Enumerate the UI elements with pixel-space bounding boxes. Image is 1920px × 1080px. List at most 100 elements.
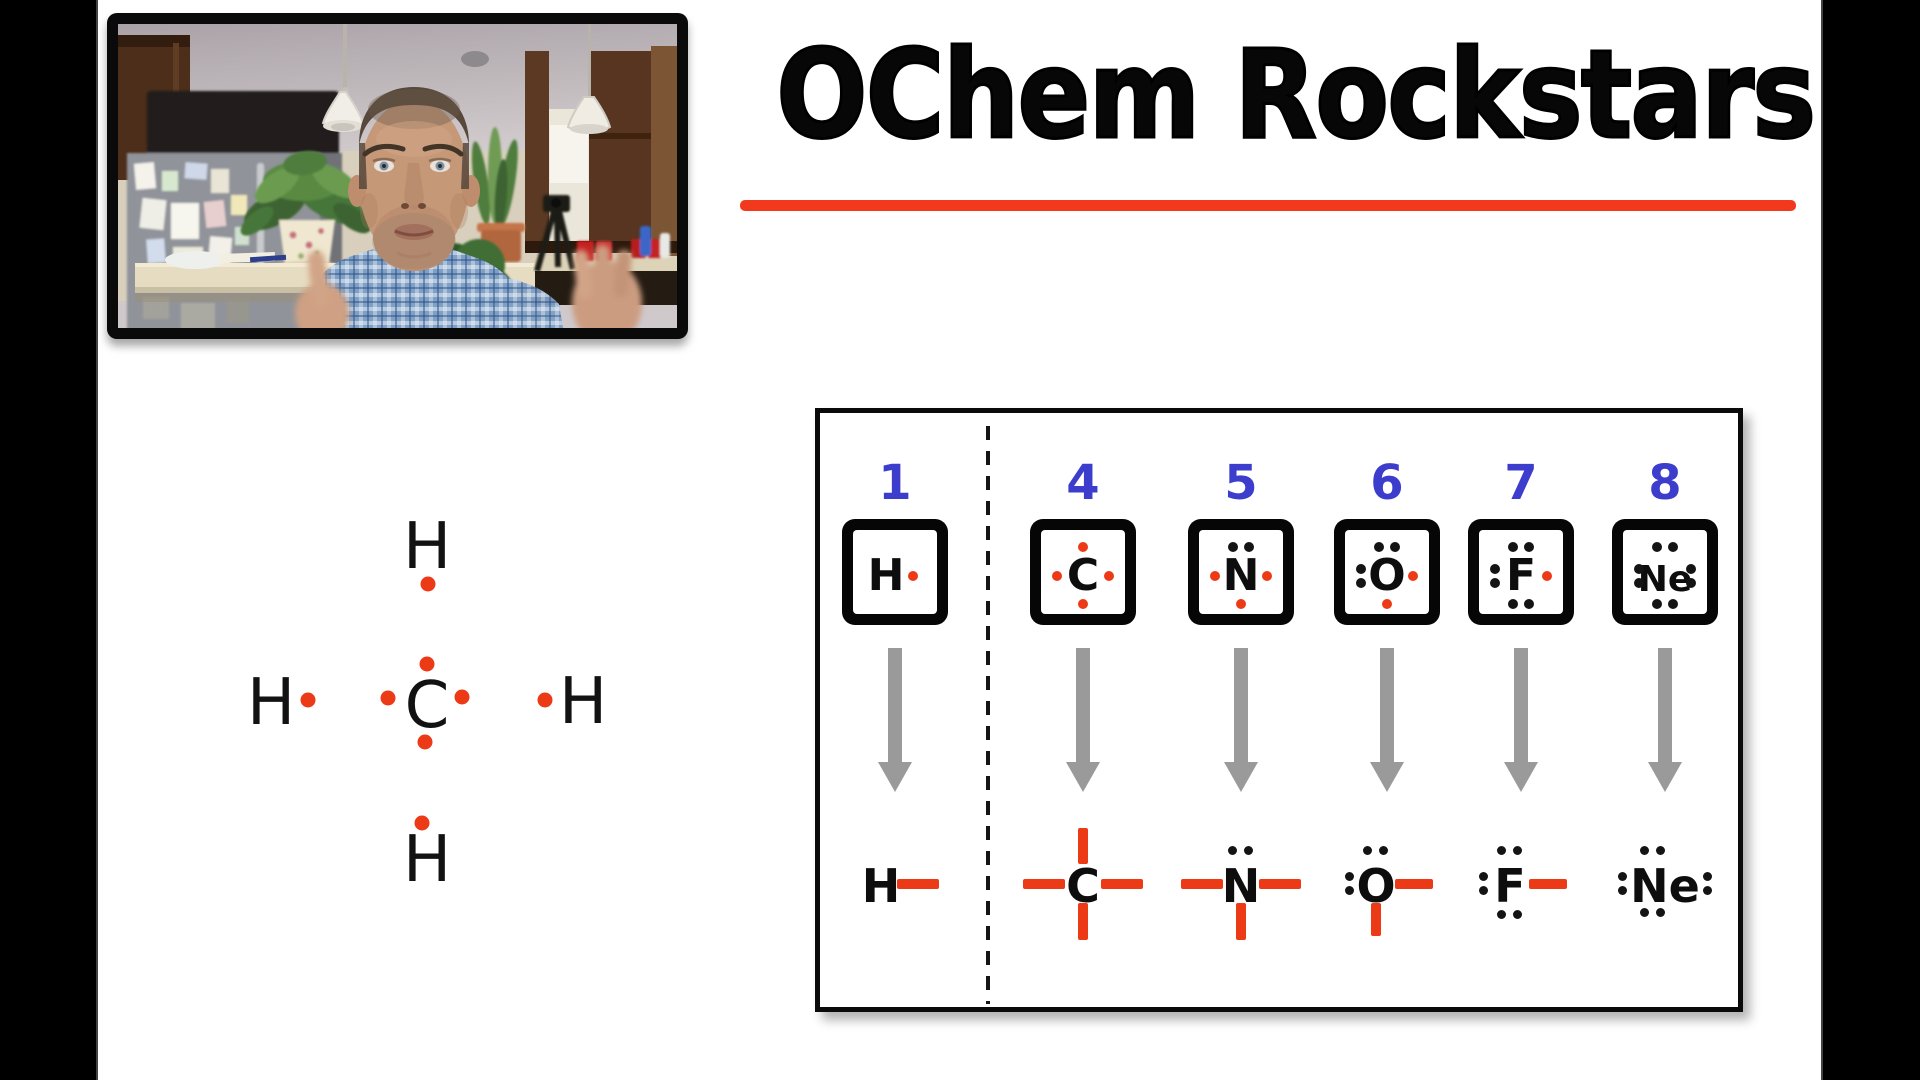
electron-dot xyxy=(1236,599,1246,609)
lone-pair-dot xyxy=(1490,578,1500,588)
lone-pair-dot xyxy=(1524,542,1534,552)
column-f: 7 F F xyxy=(1451,430,1591,1030)
lone-pair-dot xyxy=(1513,846,1522,855)
valence-count-label: 6 xyxy=(1370,455,1404,511)
presenter-shirt xyxy=(305,244,520,328)
element-symbol: Ne xyxy=(1637,559,1693,600)
blue-bottle xyxy=(640,226,651,256)
electron-dot xyxy=(1078,542,1088,552)
title-underline xyxy=(740,200,1796,211)
bond-line xyxy=(1181,879,1223,889)
lone-pair-dot xyxy=(1244,542,1254,552)
letterbox-left xyxy=(0,0,98,1080)
element-symbol: C xyxy=(1066,550,1100,601)
valence-electron-table xyxy=(815,408,1743,1012)
lone-pair-dot xyxy=(1668,542,1678,552)
electron-dot xyxy=(454,689,470,705)
lone-pair-dot xyxy=(1479,886,1488,895)
eyebrow xyxy=(422,143,464,157)
down-arrow-head xyxy=(1648,762,1682,792)
atom-h-bottom: H xyxy=(402,823,452,897)
element-symbol: C xyxy=(1066,859,1100,913)
lone-pair-dot xyxy=(1640,908,1649,917)
bond-line xyxy=(1236,903,1246,940)
presenter xyxy=(295,87,642,328)
lone-pair-dot xyxy=(1656,846,1665,855)
down-arrow xyxy=(1514,648,1528,762)
element-box-ne: Ne xyxy=(1612,519,1718,625)
letterbox-right xyxy=(1821,0,1920,1080)
lone-pair-dot xyxy=(1374,542,1384,552)
lone-pair-dot xyxy=(1634,578,1644,588)
ceiling-light xyxy=(461,51,489,67)
element-box-f: F xyxy=(1468,519,1574,625)
electron-dot xyxy=(1210,571,1220,581)
lone-pair-dot xyxy=(1490,564,1500,574)
lone-pair-dot xyxy=(1356,578,1366,588)
lone-pair-dot xyxy=(1686,578,1696,588)
electron-dot xyxy=(1408,571,1418,581)
lone-pair-dot xyxy=(1479,872,1488,881)
valence-count-label: 8 xyxy=(1648,455,1682,511)
electron-dot xyxy=(420,576,436,592)
lone-pair-dot xyxy=(1508,599,1518,609)
electron-dot xyxy=(1078,599,1088,609)
column-o: 6 O O xyxy=(1317,430,1457,1030)
element-symbol: H xyxy=(867,550,905,601)
hair xyxy=(359,87,469,145)
stubble xyxy=(372,213,456,269)
electron-dot xyxy=(419,656,435,672)
down-arrow-head xyxy=(1370,762,1404,792)
electron-dot xyxy=(414,815,430,831)
lone-pair-dot xyxy=(1703,886,1712,895)
element-symbol: N xyxy=(1222,550,1260,601)
electron-dot xyxy=(300,692,316,708)
element-symbol: F xyxy=(1494,859,1526,913)
lone-pair-dot xyxy=(1497,910,1506,919)
white-bottle xyxy=(660,233,670,258)
lone-pair-dot xyxy=(1652,542,1662,552)
pen-on-counter xyxy=(249,254,287,263)
element-symbol: O xyxy=(1368,550,1406,601)
electron-dot xyxy=(1382,599,1392,609)
lone-pair-dot xyxy=(1345,872,1354,881)
column-h: 1 H H xyxy=(825,430,965,1030)
lone-pair-dot xyxy=(1345,886,1354,895)
dashed-divider xyxy=(986,426,990,1004)
atom-h-left: H xyxy=(246,666,296,740)
mouth xyxy=(394,224,434,240)
presenter-head xyxy=(348,87,480,271)
pendant-light-right xyxy=(566,24,612,134)
lone-pair-dot xyxy=(1618,872,1627,881)
valence-count-label: 7 xyxy=(1504,455,1538,511)
bond-structure-c: C xyxy=(1013,820,1153,960)
bond-line xyxy=(1078,903,1088,940)
element-symbol: N xyxy=(1221,859,1261,913)
lone-pair-dot xyxy=(1686,564,1696,574)
eyebrow xyxy=(362,143,406,157)
electron-dot xyxy=(908,571,918,581)
bond-structure-f: F xyxy=(1451,820,1591,960)
camera-tripod xyxy=(534,195,576,272)
lone-pair-dot xyxy=(1497,846,1506,855)
valence-count-label: 1 xyxy=(878,455,912,511)
column-n: 5 N N xyxy=(1171,430,1311,1030)
lone-pair-dot xyxy=(1656,908,1665,917)
lone-pair-dot xyxy=(1356,564,1366,574)
electron-dot xyxy=(1104,571,1114,581)
presenter-hand-left xyxy=(295,251,349,328)
valence-count-label: 4 xyxy=(1066,455,1100,511)
lone-pair-dot xyxy=(1634,564,1644,574)
element-symbol: O xyxy=(1356,859,1396,913)
electron-dot xyxy=(1052,571,1062,581)
bond-line xyxy=(1078,828,1088,864)
element-box-o: O xyxy=(1334,519,1440,625)
lone-pair-dot xyxy=(1513,910,1522,919)
lone-pair-dot xyxy=(1524,599,1534,609)
bond-line xyxy=(1023,879,1065,889)
electron-dot xyxy=(1262,571,1272,581)
down-arrow-head xyxy=(1224,762,1258,792)
column-ne: 8 Ne Ne xyxy=(1595,430,1735,1030)
lone-pair-dot xyxy=(1618,886,1627,895)
